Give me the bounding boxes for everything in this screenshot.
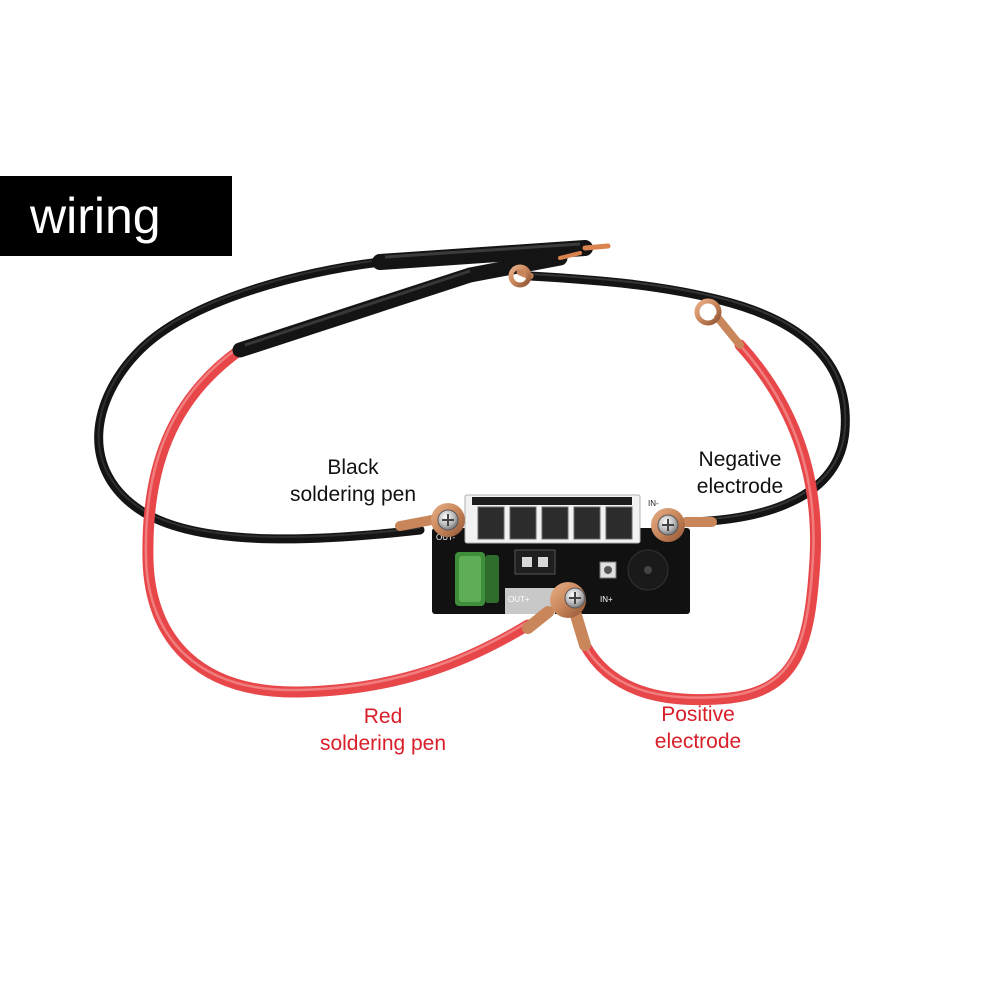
red-pen-tip (558, 251, 582, 260)
black-soldering-pen (372, 240, 593, 270)
negative-electrode-wire (525, 271, 850, 527)
positive-label-line1: Positive (661, 703, 735, 726)
negative-label-line1: Negative (698, 448, 782, 471)
board-label-out-plus: OUT+ (508, 595, 530, 604)
negative-label: Negative electrode (684, 446, 796, 500)
black-pen-tip (582, 243, 611, 251)
black-pen-label-line1: Black (327, 456, 379, 479)
negative-ring-terminal (508, 264, 532, 288)
positive-ring-terminal (694, 298, 722, 326)
board-label-in-minus: IN- (648, 499, 659, 508)
red-pen-label-line2: soldering pen (319, 732, 447, 755)
board-label-out-minus: OUT- (436, 533, 455, 542)
positive-label-line2: electrode (654, 730, 742, 753)
red-pen-label-line1: Red (363, 705, 403, 728)
negative-label-line2: electrode (696, 475, 784, 498)
spot-welder-board: OUT- OUT+ IN- IN+ (432, 494, 690, 614)
board-label-in-plus: IN+ (600, 595, 613, 604)
red-pen-label: Red soldering pen (305, 703, 461, 757)
positive-label: Positive electrode (640, 701, 756, 755)
black-pen-label-line2: soldering pen (289, 483, 417, 506)
title-badge: wiring (0, 176, 232, 256)
black-pen-label: Black soldering pen (276, 454, 430, 508)
